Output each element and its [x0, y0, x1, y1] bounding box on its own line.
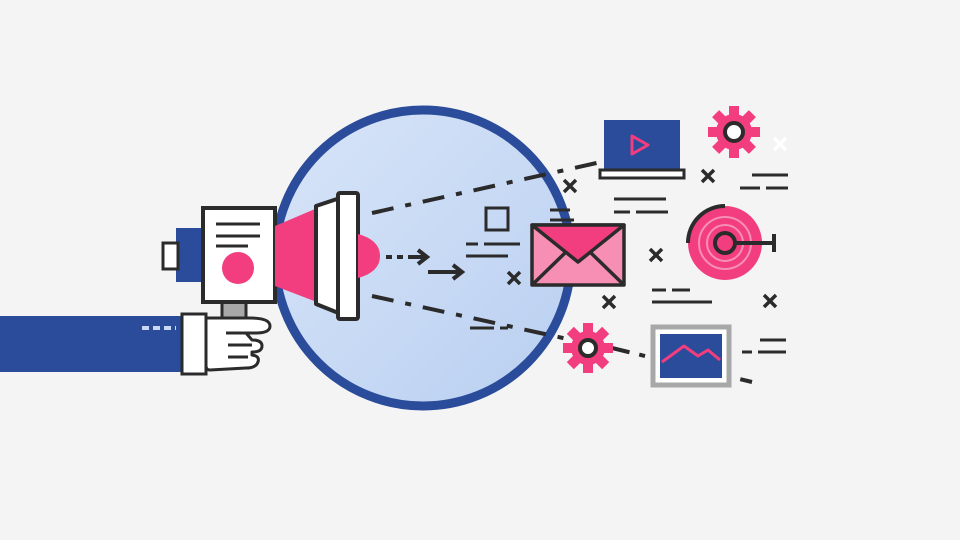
cross-icon: [506, 168, 778, 310]
text-lines-icon: [614, 173, 788, 354]
hand-icon: [204, 316, 272, 372]
envelope-icon: [530, 223, 626, 287]
video-laptop-icon: [598, 120, 686, 180]
cross-icon: [772, 136, 788, 152]
square-icon: [484, 206, 510, 232]
gear-icon: [563, 323, 613, 373]
megaphone-icon: [161, 191, 380, 321]
arrow-icon: [386, 248, 466, 281]
text-lines-icon: [466, 208, 574, 330]
sleeve-icon: [0, 312, 208, 376]
gear-icon: [708, 106, 760, 158]
image-frame-icon: [650, 324, 732, 388]
target-icon: [686, 204, 776, 280]
